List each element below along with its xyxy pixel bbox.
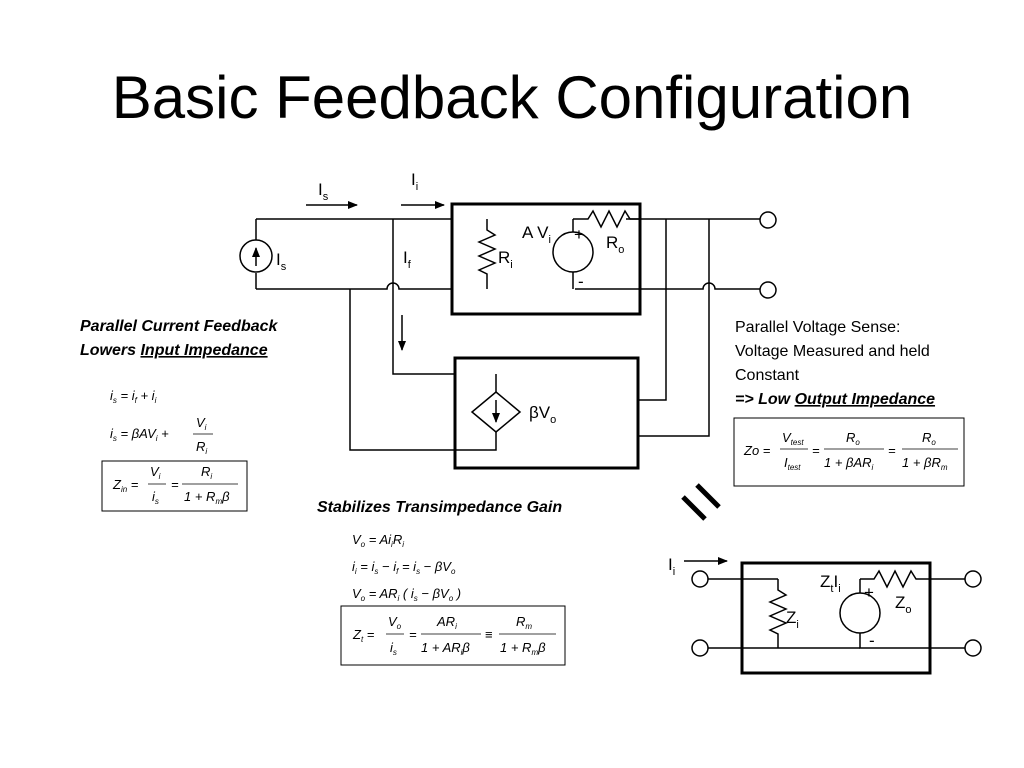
label-plus: +	[574, 225, 584, 244]
label-zt-ii: ZtIi	[820, 572, 841, 595]
ri-resistor	[477, 219, 497, 289]
output-bottom-wire	[575, 282, 760, 290]
feedback-return-wire	[349, 289, 497, 451]
svg-text:Vo = ARi ( is − βVo ): Vo = ARi ( is − βVo )	[352, 586, 461, 603]
label-minus: -	[578, 272, 584, 291]
svg-text:1 + βRm: 1 + βRm	[902, 455, 948, 472]
output-terminal-top	[759, 211, 777, 229]
svg-text:≡: ≡	[485, 627, 493, 642]
svg-text:is: is	[390, 640, 397, 657]
svg-text:Ri: Ri	[196, 439, 207, 456]
svg-text:Ro: Ro	[846, 430, 860, 447]
dependent-voltage-source	[552, 231, 594, 273]
svg-text:Rm: Rm	[516, 614, 532, 631]
left-equations: is = if + ii is = βAVi + Vi Ri Zin = Vi …	[101, 388, 248, 512]
svg-text:=: =	[888, 443, 896, 458]
dependent-current-source	[470, 391, 522, 433]
label-is-arrow: Is	[318, 180, 329, 203]
svg-text:ii = is − if = is − βVo: ii = is − if = is − βVo	[352, 559, 456, 576]
output-terminal-bottom	[759, 281, 777, 299]
svg-text:Zt =: Zt =	[352, 627, 375, 644]
center-equations: Vo = AiiRi ii = is − if = is − βVo Vo = …	[340, 532, 566, 666]
equivalent-output-terminal-bottom	[964, 639, 982, 657]
input-bottom-wire	[256, 282, 452, 290]
svg-text:=: =	[812, 443, 820, 458]
amplifier-box	[450, 202, 642, 316]
svg-text:ARi: ARi	[436, 614, 457, 631]
label-if: If	[403, 248, 412, 271]
slide-title: Basic Feedback Configuration	[112, 64, 912, 131]
svg-text:1 + βARi: 1 + βARi	[824, 455, 874, 472]
svg-text:Vtest: Vtest	[782, 430, 804, 447]
left-note-line2: Lowers Input Impedance	[80, 342, 268, 359]
svg-text:1 + Rmβ: 1 + Rmβ	[184, 489, 230, 506]
label-avi: A Vi	[522, 223, 551, 246]
svg-text:=: =	[171, 477, 179, 492]
left-note-line1: Parallel Current Feedback	[80, 318, 279, 335]
input-current-source	[239, 239, 273, 273]
svg-text:Itest: Itest	[784, 455, 801, 472]
label-minus-equivalent: -	[869, 631, 875, 650]
right-note-line2: Voltage Measured and held	[735, 343, 930, 360]
zo-resistor	[860, 569, 965, 589]
feedback-box	[453, 356, 640, 470]
right-note-line4: => Low Output Impedance	[735, 391, 935, 408]
svg-text:Vi: Vi	[196, 415, 207, 432]
svg-text:is = if + ii: is = if + ii	[110, 388, 157, 405]
label-ii-arrow: Ii	[411, 170, 418, 193]
equivalence-symbol	[681, 483, 721, 521]
ro-resistor	[573, 209, 640, 229]
svg-text:Vo: Vo	[388, 614, 402, 631]
svg-text:Zin =: Zin =	[112, 477, 139, 494]
label-ii-equivalent: Ii	[668, 555, 675, 578]
center-note: Stabilizes Transimpedance Gain	[317, 499, 562, 516]
equivalent-circuit	[684, 557, 965, 675]
svg-text:1 + ARiβ: 1 + ARiβ	[421, 640, 470, 657]
svg-text:is = βAVi +: is = βAVi +	[110, 426, 169, 443]
svg-text:=: =	[409, 627, 417, 642]
equivalent-voltage-source	[839, 592, 881, 634]
svg-text:is: is	[152, 489, 159, 506]
label-plus-equivalent: +	[864, 583, 874, 602]
label-ro: Ro	[606, 233, 624, 256]
sense-top-wire	[638, 219, 667, 401]
equivalent-output-terminal-top	[964, 570, 982, 588]
input-terminal-top	[691, 570, 709, 588]
label-beta-vo: βVo	[529, 403, 556, 426]
sense-bottom-wire	[638, 219, 710, 437]
right-note-line3: Constant	[735, 367, 800, 384]
right-note-line1: Parallel Voltage Sense:	[735, 319, 900, 336]
svg-text:Ri: Ri	[201, 464, 212, 481]
svg-text:Vo = AiiRi: Vo = AiiRi	[352, 532, 404, 549]
label-ri: Ri	[498, 248, 513, 271]
label-is-source: Is	[276, 250, 287, 273]
label-zo: Zo	[895, 593, 912, 616]
zi-resistor	[768, 579, 788, 648]
svg-text:1 + Rmβ: 1 + Rmβ	[500, 640, 546, 657]
label-zi: Zi	[786, 608, 799, 631]
svg-text:Ro: Ro	[922, 430, 936, 447]
feedback-input-wire	[392, 219, 455, 375]
right-equation: Zo = Vtest Itest = Ro 1 + βARi = Ro 1 + …	[733, 417, 965, 487]
equivalent-box	[740, 561, 932, 675]
input-terminal-bottom	[691, 639, 709, 657]
svg-text:Vi: Vi	[150, 464, 161, 481]
main-circuit	[255, 202, 760, 470]
svg-text:Zo =: Zo =	[743, 443, 771, 458]
